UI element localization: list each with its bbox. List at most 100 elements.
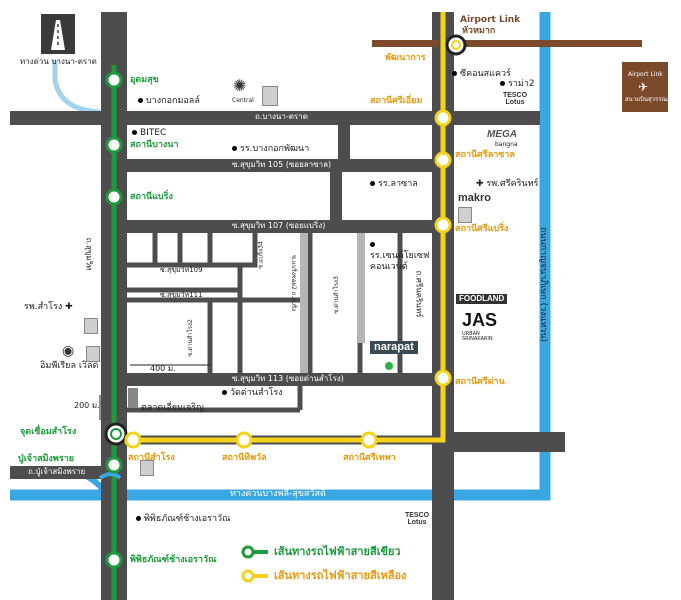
- mega-sub: bangna: [495, 141, 518, 148]
- imperial-label: อิมพีเรียล เวิลด์: [40, 361, 99, 371]
- lasalle-school-label: รร.ลาซาล: [370, 180, 418, 189]
- station-yellow-lasalle: [434, 151, 452, 169]
- market-icon: [128, 388, 138, 408]
- erawan-museum-label: พิพิธภัณฑ์ช้างเอราวัณ: [136, 515, 230, 524]
- soi107-label: ซ.สุขุมวิท 107 (ซอยแบริ่ง): [232, 221, 326, 230]
- station-green-udomsuk: [105, 71, 123, 89]
- tesco-logo-bottom: TESCO Lotus: [404, 512, 430, 526]
- rama12-label: ราม่า2: [500, 80, 535, 89]
- station-label-udomsuk: อุดมสุข: [130, 75, 159, 85]
- road-soi105-link: [330, 172, 342, 220]
- bullet-icon: [232, 146, 237, 151]
- station-label-thipphawan: สถานีทิพวัล: [222, 453, 267, 463]
- bullet-icon: [500, 81, 505, 86]
- station-label-bearing-yellow: สถานีศรีแบริ่ง: [455, 224, 509, 234]
- kanchanaphisek-label: ถนนกาญจนาภิเษก (วงแหวน): [538, 226, 549, 343]
- bullet-icon: [132, 130, 137, 135]
- station-yellow-si-thepha: [360, 431, 378, 449]
- central-label: Central: [232, 97, 254, 104]
- samrong-hospital-label: รพ.สำโรง ✚: [24, 302, 73, 312]
- road-poochao: [10, 466, 120, 479]
- expressway-kanchanaphisek: [10, 12, 551, 501]
- station-label-sri-iam: สถานีศรีเอี่ยม: [370, 96, 423, 106]
- poochao-road-label: ถ.ปู่เจ้าสมิงพราย: [28, 467, 86, 476]
- road-airport-link: [372, 40, 642, 47]
- legend-green-line: เส้นทางรถไฟฟ้าสายสีเขียว: [274, 545, 401, 558]
- station-label-samrong-interchange: จุดเชื่อมสำโรง: [20, 427, 77, 437]
- bullet-icon: [452, 71, 457, 76]
- station-green-erawan: [105, 551, 123, 569]
- station-label-si-thepha: สถานีศรีเทพา: [343, 453, 396, 463]
- imperial-building-icon: [86, 346, 100, 362]
- building-icon: [262, 86, 278, 106]
- central-icon: ✺: [233, 76, 247, 95]
- soi113-label: ซ.สุขุมวิท 113 (ซอยด่านสำโรง): [232, 374, 344, 383]
- legend-graphics: [241, 545, 268, 583]
- jas-logo: JAS: [462, 310, 498, 330]
- station-green-poochao: [105, 456, 123, 474]
- suvarnabhumi-label: สนามบินสุวรรณภูมิ: [625, 96, 675, 103]
- makro-building-icon: [458, 207, 472, 223]
- imperial-icon: ◉: [62, 343, 75, 359]
- road-soi107: [125, 220, 445, 233]
- plane-icon: ✈: [638, 80, 649, 94]
- road-soi105: [125, 159, 445, 172]
- soi105-label: ซ.สุขุมวิท 105 (ซอยลาซาล): [232, 160, 332, 169]
- bullet-icon: [136, 516, 141, 521]
- soi-small-4: ซ.ด่านสำโรง2: [186, 319, 194, 357]
- hospital-icon: ✚: [476, 179, 487, 189]
- wat-dansamrong-label: วัดด่านสำโรง: [222, 389, 283, 398]
- tesco-logo-top: TESCO Lotus: [502, 92, 528, 106]
- road-bangna-trad: [10, 111, 540, 125]
- road-south-strip: [440, 432, 565, 452]
- soi-small-3: ซ.ด่านสำโรง3: [332, 276, 340, 314]
- bitec-label: BITEC: [132, 129, 166, 138]
- station-yellow-samrong: [124, 431, 142, 449]
- station-yellow-sri-dan: [434, 369, 452, 387]
- makro-logo: makro: [458, 192, 492, 204]
- station-label-pattanakarn: พัฒนาการ: [385, 53, 426, 63]
- road-soi113: [125, 373, 445, 386]
- airport-sign: [622, 62, 668, 112]
- expressway-bangna-trad: [52, 60, 101, 115]
- foodland-logo: FOODLAND: [456, 294, 508, 304]
- station-label-bearing: สถานีแบริ่ง: [130, 192, 173, 202]
- sukhumvit-label: ถ.สุขุมวิท: [84, 237, 94, 271]
- station-green-bangna: [105, 136, 123, 154]
- samrong-building-icon: [140, 460, 154, 476]
- station-label-erawan: พิพิธภัณฑ์ช้างเอราวัณ: [130, 555, 217, 565]
- samrong-hosp-building-icon: [84, 318, 98, 334]
- bangplee-expressway-label: ทางด่วนบางพลี-สุขสวัสดิ์: [230, 489, 326, 499]
- soi109-label: ซ.สุขุมวิท109: [160, 266, 203, 274]
- bullet-icon: [370, 242, 375, 247]
- st-joseph-label: รร.เซนต์โยเซฟ คอนเวนต์: [370, 240, 430, 272]
- seacon-label: ซีคอนสแควร์: [452, 70, 511, 79]
- srinakarin-hospital-label: ✚ รพ.ศรีครินทร์: [476, 179, 539, 189]
- hua-mak-label: หัวหมาก: [462, 26, 496, 36]
- road-icon: [51, 20, 65, 50]
- bangna-trad-road-label: ถ.บางนา-ตราด: [255, 112, 308, 121]
- station-yellow-sri-iam: [434, 109, 452, 127]
- bangkok-mall-label: บางกอกมอลล์: [138, 97, 200, 106]
- soi111-label: ซ.สุขุมวิท111: [160, 291, 203, 299]
- station-label-lasalle: สถานีศรีลาซาล: [455, 150, 515, 160]
- mega-logo: MEGA: [487, 129, 517, 140]
- soi-small-1: ซ.แบริ่ง34: [257, 241, 265, 269]
- station-label-poochao: ปู่เจ้าสมิงพราย: [18, 454, 75, 464]
- srinakarin-label: ถ.ศรีนครินทร์: [414, 270, 424, 318]
- legend-yellow-line: เส้นทางรถไฟฟ้าสายสีเหลือง: [274, 569, 407, 582]
- bullet-icon: [138, 98, 143, 103]
- station-yellow-bearing: [434, 216, 452, 234]
- market-label: ตลาดเอี่ยมเจริญ: [141, 403, 204, 413]
- station-yellow-thipphawan: [235, 431, 253, 449]
- hospital-icon: ✚: [62, 302, 73, 312]
- airport-link-label-top: Airport Link: [460, 15, 521, 25]
- narapat-logo: narapat: [370, 341, 418, 354]
- station-label-bangna: สถานีบางนา: [130, 140, 179, 150]
- road-left-vert: [338, 125, 350, 160]
- scale-200m: 200 ม.: [74, 401, 100, 410]
- narapat-marker: [385, 362, 393, 370]
- station-label-samrong: สถานีสำโรง: [128, 453, 175, 463]
- scale-400m: 400 ม.: [150, 364, 176, 373]
